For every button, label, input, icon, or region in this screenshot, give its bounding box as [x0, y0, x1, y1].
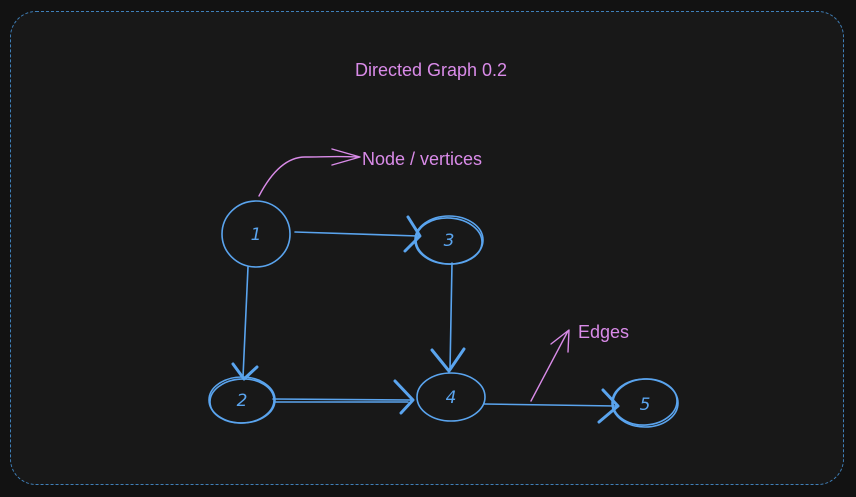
diagram-title: Directed Graph 0.2	[355, 60, 507, 80]
node-2-label: 2	[237, 391, 248, 411]
edge-2-4-line	[272, 398, 412, 401]
node-4: 4	[416, 372, 486, 422]
edge-1-2-line	[242, 266, 249, 378]
edge-1-3	[294, 215, 422, 253]
edge-3-4-line	[449, 262, 453, 371]
node-5-label: 5	[640, 395, 651, 415]
node-5: 5	[611, 378, 679, 428]
edge-1-3-line	[294, 231, 419, 237]
annotation-edges-arrow	[530, 330, 569, 402]
node-1-label: 1	[251, 225, 262, 245]
node-3: 3	[414, 215, 484, 265]
edge-2-4	[272, 379, 415, 415]
node-4-label: 4	[446, 388, 457, 408]
node-4-circle	[416, 372, 486, 422]
annotation-edges-arrowhead	[550, 329, 570, 353]
annotation-nodes-arrowhead	[331, 148, 361, 166]
node-1: 1	[221, 200, 291, 268]
node-3-label: 3	[444, 231, 455, 251]
edge-4-5-arrowhead	[597, 388, 620, 424]
annotation-edges-label: Edges	[578, 322, 629, 342]
diagram-frame	[10, 11, 844, 485]
annotation-nodes-arrow	[258, 155, 359, 197]
node-2: 2	[208, 376, 276, 424]
edge-1-2	[231, 266, 259, 381]
edge-1-3-arrowhead	[403, 215, 422, 253]
edge-3-4	[430, 262, 466, 373]
annotation-edges: Edges	[530, 322, 629, 402]
node-5-circle-sketch	[612, 378, 678, 426]
node-1-circle	[221, 200, 291, 268]
node-3-circle-sketch	[415, 217, 483, 265]
annotation-nodes: Node / vertices	[258, 148, 482, 197]
node-2-circle-sketch	[209, 378, 275, 424]
annotation-nodes-label: Node / vertices	[362, 149, 482, 169]
edge-3-4-arrowhead	[430, 347, 466, 373]
edge-4-5-line	[483, 403, 617, 407]
edge-4-5	[483, 388, 620, 424]
edge-2-4-arrowhead	[393, 379, 415, 415]
